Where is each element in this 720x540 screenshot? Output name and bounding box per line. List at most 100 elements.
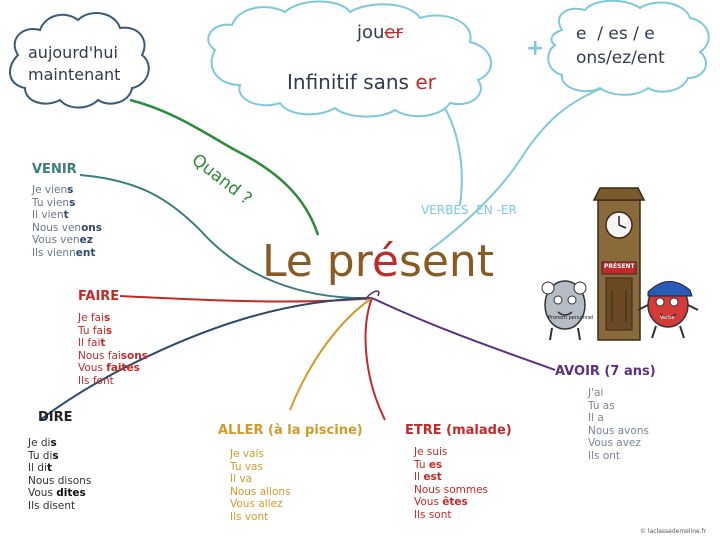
conjugation-line: Vous êtes [414, 496, 488, 509]
conjugation-ending: êtes [442, 496, 468, 509]
conjugation-text: Il va [230, 473, 252, 486]
conjugation-stem: Vous ven [32, 234, 80, 247]
cloud-form-rule: Infinitif sans er [287, 70, 436, 94]
conjugation-line: Ils vont [230, 511, 291, 524]
conjugation-line: Vous allez [230, 498, 291, 511]
conjugation-ending: t [63, 209, 69, 222]
conjugation-text: Nous avons [588, 424, 649, 437]
conjugation-text: Vous allez [230, 498, 283, 511]
conjugation-line: Ils font [78, 375, 148, 388]
conjugation-stem: Vous [28, 487, 57, 500]
conjugation-line: Je vais [230, 448, 291, 461]
character-verb [637, 281, 699, 339]
conjugation-text: Tu vas [230, 460, 263, 473]
conjugation-line: Il fait [78, 337, 148, 350]
conjugation-text: Vous avez [588, 437, 641, 450]
title-accent: é [371, 236, 399, 287]
conjugation-text: Je vais [230, 448, 264, 460]
cloud-time: aujourd'hui maintenant [28, 42, 120, 86]
rule-text: Infinitif sans [287, 70, 416, 94]
conjugation-ending: s [67, 184, 74, 196]
conjugation-line: Tu vas [230, 461, 291, 474]
title-part1: Le pr [262, 236, 372, 287]
conjugation-line: Tu as [588, 400, 649, 413]
conjugation-line: Il est [414, 471, 488, 484]
conjugation-stem: Nous fai [78, 349, 121, 362]
conjugation-line: Nous allons [230, 486, 291, 499]
conjugation-line: Tu viens [32, 197, 102, 210]
branch-verbes-er [429, 84, 611, 251]
conjugation-line: Nous avons [588, 425, 649, 438]
conjugation-stem: Tu [414, 458, 429, 471]
verb-aller-title: ALLER (à la piscine) [218, 423, 363, 438]
page-title: Le présent [262, 236, 494, 287]
conjugation-stem: Il vien [32, 209, 64, 222]
conjugation-stem: Ils vienn [32, 246, 76, 259]
conjugation-ending: ent [75, 246, 96, 259]
conjugation-stem: Ils sont [414, 508, 452, 521]
conjugation-line: Vous avez [588, 437, 649, 450]
conjugation-ending: es [428, 458, 443, 471]
conjugation-stem: Il [414, 471, 424, 484]
conjugation-line: Je fais [78, 312, 148, 325]
conjugation-line: Vous faites [78, 362, 148, 375]
cloud-form-example: jouer [357, 22, 403, 43]
branch-aller [289, 297, 373, 411]
conjugation-line: Je viens [32, 184, 102, 197]
conjugation-ending: ons [81, 221, 103, 234]
branch-form [439, 99, 463, 206]
conjugation-ending: sons [120, 349, 148, 362]
conjugation-stem: Il fai [78, 337, 101, 350]
conjugation-stem: Je di [28, 437, 51, 449]
conjugation-ending: s [105, 324, 113, 337]
conjugation-stem: Nous disons [28, 474, 92, 487]
example-struck-ending: er [384, 22, 403, 43]
conjugation-ending: t [46, 462, 52, 475]
verb-venir-title: VENIR [32, 162, 77, 177]
conjugation-stem: Nous sommes [414, 483, 489, 496]
conjugation-line: Ils sont [414, 509, 488, 522]
conjugation-ending: s [69, 196, 76, 209]
conjugation-ending: s [103, 312, 111, 324]
conjugation-line: Ils viennent [32, 247, 102, 260]
conjugation-line: Il a [588, 412, 649, 425]
conjugation-line: J'ai [588, 387, 649, 400]
example-stem: jou [357, 22, 385, 43]
conjugation-ending: faites [106, 362, 140, 375]
conjugation-stem: Vous [78, 362, 107, 375]
endings-line1: e / es / e [576, 24, 655, 44]
verbes-er-label: VERBES EN -ER [421, 203, 517, 217]
conjugation-line: Ils ont [588, 450, 649, 463]
cloud-endings: e / es / e ons/ez/ent [576, 22, 665, 70]
conjugation-line: Ils disent [28, 500, 91, 513]
conjugation-line: Nous venons [32, 222, 102, 235]
branch-etre [364, 297, 386, 421]
conjugation-text: Il a [588, 412, 604, 425]
branch-dire [39, 297, 373, 421]
conjugation-stem: Ils disent [28, 499, 76, 512]
conjugation-stem: Il di [28, 462, 47, 475]
conjugation-stem: Vous [414, 496, 443, 509]
conjugation-ending: est [423, 471, 442, 484]
credit: © laclassedemeline.fr [640, 528, 707, 535]
conjugation-stem: Tu fai [78, 324, 106, 337]
conjugation-stem: Je vien [32, 184, 68, 196]
cloud-time-line1: aujourd'hui [28, 43, 118, 62]
conjugation-text: Nous allons [230, 485, 291, 498]
branch-avoir [371, 297, 556, 371]
conjugation-text: Ils ont [588, 449, 621, 462]
conjugation-stem: Tu di [28, 449, 53, 462]
verb-etre-title: ETRE (malade) [405, 423, 512, 438]
conjugation-line: Nous disons [28, 475, 91, 488]
conjugation-stem: Nous ven [32, 221, 82, 234]
cloud-time-shape [9, 12, 150, 109]
conjugation-line: Je suis [414, 446, 488, 459]
character-pronoun [541, 280, 587, 341]
conjugation-line: Vous venez [32, 234, 102, 247]
conjugation-line: Nous sommes [414, 484, 488, 497]
